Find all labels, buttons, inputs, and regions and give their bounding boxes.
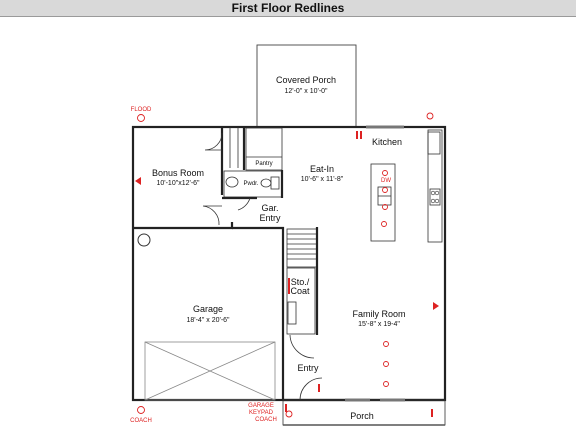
range bbox=[429, 188, 441, 206]
bonus-room-dims: 10'-10"x12'-6" bbox=[156, 180, 200, 187]
family-room-name: Family Room bbox=[352, 309, 405, 319]
flood-marker-icon bbox=[137, 114, 145, 122]
covered-porch-outline bbox=[256, 44, 357, 128]
family-room-vent-icon bbox=[433, 302, 439, 310]
switch-marker-icons bbox=[285, 131, 433, 417]
eat-in-dims: 10'-6" x 11'-8" bbox=[301, 176, 344, 183]
sto-coat-line2: Coat bbox=[290, 286, 310, 296]
bonus-room-name: Bonus Room bbox=[152, 168, 204, 178]
outlet-marker-icons bbox=[381, 112, 434, 387]
gar-entry-line1: Gar. bbox=[261, 203, 278, 213]
kitchen-name: Kitchen bbox=[372, 137, 402, 147]
water-heater bbox=[137, 233, 151, 247]
powder-toilet-tank bbox=[270, 176, 280, 190]
title-bar: First Floor Redlines bbox=[0, 0, 576, 17]
powder-door-swing bbox=[237, 197, 251, 211]
stair-treads bbox=[287, 233, 317, 260]
garage-door-outline bbox=[144, 341, 276, 401]
garage-dims: 18'-4" x 20'-6" bbox=[186, 317, 230, 324]
garage-name: Garage bbox=[193, 304, 223, 314]
pantry-outline bbox=[245, 127, 283, 171]
family-room-dims: 15'-8" x 19-4" bbox=[358, 321, 400, 328]
coach-right-label: COACH bbox=[255, 417, 277, 423]
pantry-name: Pantry bbox=[255, 161, 272, 167]
coat-shelf bbox=[287, 301, 297, 325]
powder-toilet-bowl bbox=[260, 178, 272, 188]
coat-door-swing bbox=[289, 334, 315, 359]
covered-porch-dims: 12'-0" x 10'-0" bbox=[284, 88, 328, 95]
fridge bbox=[427, 131, 441, 155]
sto-coat-line1: Sto./ bbox=[291, 277, 310, 287]
coach-right-light-icon bbox=[285, 410, 293, 418]
powder-sink bbox=[225, 176, 239, 188]
kitchen-counter-right bbox=[427, 129, 443, 243]
coach-left-light-icon bbox=[137, 406, 145, 414]
flood-label: FLOOD bbox=[131, 107, 152, 113]
stairs bbox=[286, 228, 318, 268]
bonus-room-vent-icon bbox=[135, 177, 141, 185]
powder-name: Pwdr. bbox=[243, 181, 258, 187]
porch-name: Porch bbox=[350, 411, 374, 421]
bonus-room-wall bbox=[133, 222, 234, 230]
entry-name: Entry bbox=[297, 363, 319, 373]
coach-left-label: COACH bbox=[130, 418, 152, 424]
floor-plan: Covered Porch 12'-0" x 10'-0" Bonus Room… bbox=[130, 44, 447, 426]
page-title: First Floor Redlines bbox=[231, 1, 345, 15]
front-door-swing bbox=[299, 377, 323, 401]
kitchen-island bbox=[370, 163, 396, 242]
garage-door-diagonal-2 bbox=[144, 341, 276, 401]
gar-entry-line2: Entry bbox=[259, 213, 281, 223]
dw-label: DW bbox=[381, 178, 391, 184]
eat-in-name: Eat-In bbox=[310, 164, 334, 174]
garage-keypad-label-2: KEYPAD bbox=[249, 410, 274, 416]
garage-wall bbox=[232, 226, 285, 400]
garage-keypad-label-1: GARAGE bbox=[248, 403, 274, 409]
sto-coat-closet bbox=[286, 267, 316, 335]
range-burners bbox=[430, 190, 440, 204]
gar-entry-door-swing bbox=[202, 205, 222, 226]
covered-porch-name: Covered Porch bbox=[276, 75, 336, 85]
bonus-room-door-swing bbox=[204, 132, 223, 151]
